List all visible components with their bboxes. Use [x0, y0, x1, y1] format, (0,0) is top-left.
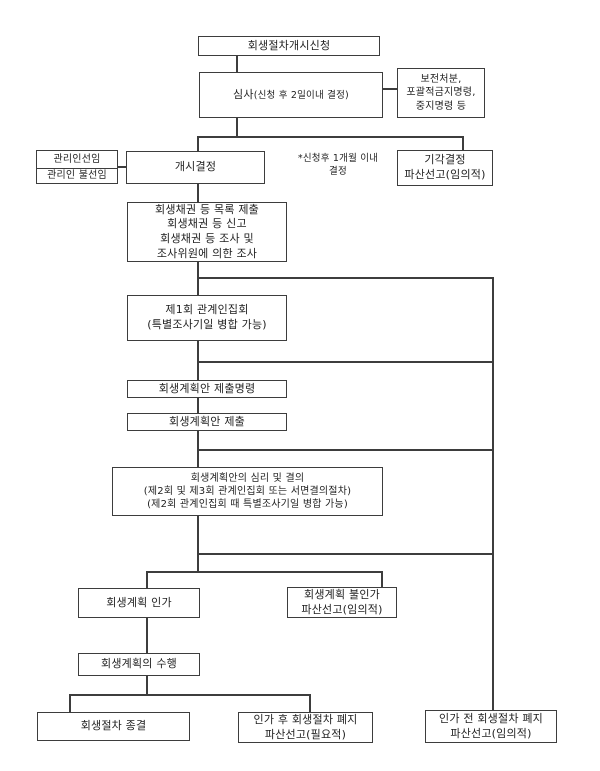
node-plan-approval: 회생계획 인가: [78, 588, 200, 618]
node-pre-approval-discontinuance: 인가 전 회생절차 폐지 파산선고(임의적): [425, 710, 557, 743]
node-label: 회생계획 인가: [106, 595, 172, 609]
node-custodian-appointment: 관리인선임 관리인 불선임: [36, 150, 118, 184]
node-label: 회생계획의 수행: [101, 657, 177, 671]
review-label: 심사: [233, 87, 254, 101]
connector-conclusion-branch: [69, 694, 311, 696]
node-label-line: (특별조사기일 병합 가능): [147, 318, 267, 331]
connector-approval-to-implementation: [146, 618, 148, 653]
node-label-line: 회생계획 불인가: [304, 587, 380, 601]
node-label: 회생절차 종결: [80, 719, 147, 733]
connector-rung-resolution-to-rail: [197, 553, 493, 555]
connector-resolution-down: [197, 516, 199, 571]
connector-into-post-approval-discontinuance: [309, 694, 311, 712]
connector-rung-meeting1-to-rail: [197, 361, 493, 363]
connector-into-disapproval: [381, 571, 383, 587]
connector-implementation-down: [146, 676, 148, 694]
node-label-line: 포괄적금지명령,: [406, 87, 476, 99]
node-commencement-decision: 개시결정: [126, 151, 265, 184]
deadline-annotation: *신청후 1개월 이내 결정: [290, 153, 386, 179]
connector-apply-to-review: [236, 56, 238, 72]
connector-review-to-preservation: [383, 88, 397, 90]
node-label-line: 회생채권 등 신고: [167, 217, 247, 231]
connector-into-conclusion: [69, 694, 71, 712]
node-label: 회생계획안 제출명령: [158, 381, 256, 395]
connector-into-dismissal: [462, 136, 464, 150]
connector-custodian-to-commencement: [118, 166, 126, 168]
connector-review-down: [236, 118, 238, 137]
node-label: 개시결정: [174, 160, 217, 174]
connector-claims-to-meeting1: [197, 262, 199, 295]
node-procedure-conclusion: 회생절차 종결: [37, 712, 190, 741]
node-label-line: 회생채권 등 조사 및: [160, 232, 254, 245]
node-plan-disapproval: 회생계획 불인가 파산선고(임의적): [287, 587, 397, 618]
node-label-line: 인가 후 회생절차 폐지: [253, 712, 358, 726]
connector-approval-branch: [146, 571, 383, 573]
connector-commencement-to-claims: [197, 184, 199, 202]
connector-into-approval: [146, 571, 148, 588]
node-claims-filing-investigation: 회생채권 등 목록 제출 회생채권 등 신고 회생채권 등 조사 및 조사위원에…: [127, 202, 287, 262]
annotation-line: *신청후 1개월 이내: [297, 153, 379, 164]
connector-branch-top: [197, 136, 464, 138]
node-label-line: 파산선고(임의적): [404, 168, 486, 181]
node-label-line: 파산선고(임의적): [301, 602, 383, 616]
node-label-line: (제2회 관계인집회 때 특별조사기일 병합 가능): [147, 499, 348, 511]
node-label-line: 파산선고(필요적): [264, 727, 347, 741]
connector-rung-claims-to-rail: [197, 277, 493, 279]
node-label-line: 보전처분,: [420, 74, 462, 86]
node-label-line: 기각결정: [424, 153, 466, 167]
connector-meeting1-to-plan-order: [197, 341, 199, 380]
review-note: (신청 후 2일이내 결정): [253, 89, 349, 101]
node-review: 심사(신청 후 2일이내 결정): [199, 72, 383, 118]
node-label-line: 제1회 관계인집회: [165, 303, 249, 317]
node-plan-review-resolution: 회생계획안의 심리 및 결의 (제2회 및 제3회 관계인집회 또는 서면결의절…: [112, 467, 383, 516]
connector-rung-submit-to-rail: [197, 449, 493, 451]
node-label-line: 회생채권 등 목록 제출: [155, 202, 259, 216]
annotation-line: 결정: [329, 165, 347, 177]
connector-right-rail: [492, 277, 494, 710]
node-dismissal-decision: 기각결정 파산선고(임의적): [397, 150, 493, 186]
node-label: 심사(신청 후 2일이내 결정): [233, 88, 349, 103]
node-label-line: 중지명령 등: [415, 100, 467, 112]
node-label-line: 회생계획안의 심리 및 결의: [190, 472, 305, 484]
node-plan-implementation: 회생계획의 수행: [78, 653, 200, 676]
node-label: 회생절차개시신청: [247, 38, 331, 52]
custodian-not-appointed-cell: 관리인 불선임: [47, 170, 107, 182]
node-post-approval-discontinuance: 인가 후 회생절차 폐지 파산선고(필요적): [238, 712, 373, 743]
node-preservation-orders: 보전처분, 포괄적금지명령, 중지명령 등: [397, 68, 485, 118]
node-first-interested-parties-meeting: 제1회 관계인집회 (특별조사기일 병합 가능): [127, 295, 287, 341]
node-label: 회생계획안 제출: [169, 414, 245, 428]
node-plan-submission-order: 회생계획안 제출명령: [127, 380, 287, 398]
custodian-appointed-cell: 관리인선임: [37, 151, 117, 169]
node-plan-submission: 회생계획안 제출: [127, 413, 287, 431]
node-label-line: 파산선고(임의적): [450, 726, 532, 740]
node-label-line: 인가 전 회생절차 폐지: [439, 711, 543, 725]
connector-into-commencement: [197, 136, 199, 151]
node-rehabilitation-application: 회생절차개시신청: [198, 36, 380, 56]
node-label-line: 조사위원에 의한 조사: [156, 246, 258, 260]
connector-plan-order-to-submit: [197, 398, 199, 413]
node-label-line: (제2회 및 제3회 관계인집회 또는 서면결의절차): [143, 485, 352, 497]
